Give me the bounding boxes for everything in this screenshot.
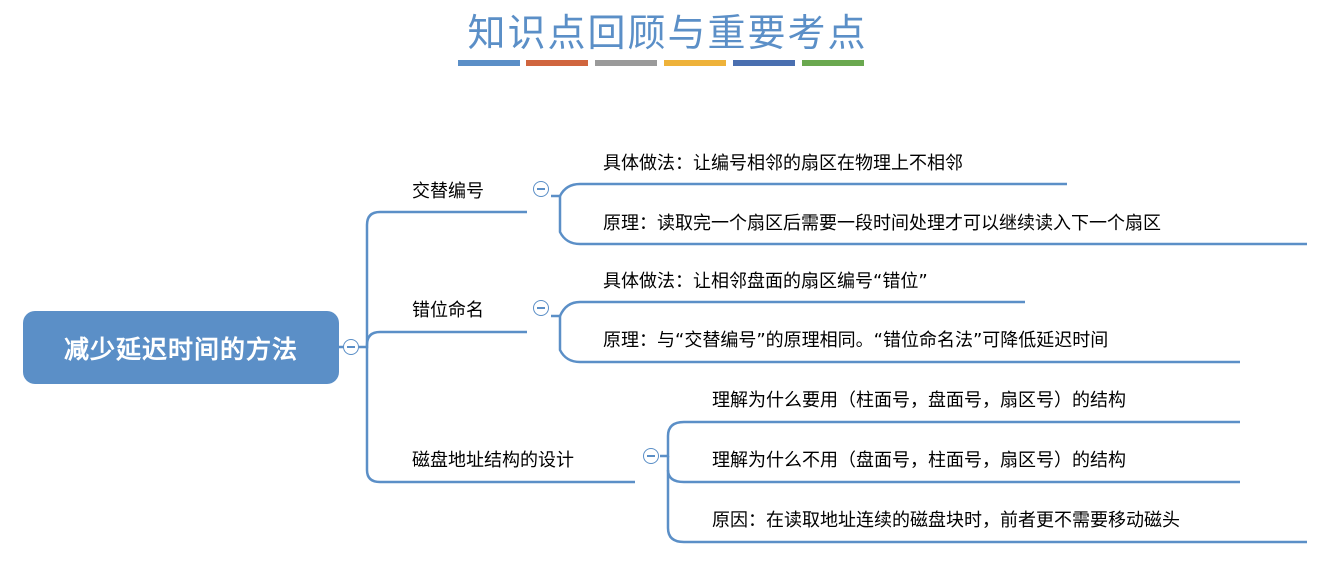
collapse-icon[interactable] [533,300,549,316]
branch-node-1[interactable]: 交替编号 [412,181,484,202]
branch-1-to-leaf-2 [558,196,1307,246]
leaf-node[interactable]: 具体做法：让编号相邻的扇区在物理上不相邻 [603,153,963,174]
collapse-icon[interactable] [643,448,659,464]
page-title: 知识点回顾与重要考点 [467,11,868,55]
branch-1-to-leaf-1 [551,182,1067,198]
root-to-branch-2 [365,330,387,347]
branch-node-3[interactable]: 磁盘地址结构的设计 [412,450,574,471]
root-node[interactable]: 减少延迟时间的方法 [23,311,339,384]
title-underline-bar-2 [526,60,588,66]
title-underline-bar-5 [733,60,795,66]
title-underline-bar-4 [664,60,726,66]
title-underline-bar-6 [802,60,864,66]
branch-2-to-leaf-1 [551,300,1025,318]
root-to-branch-1 [359,210,387,349]
leaf-node[interactable]: 原理：读取完一个扇区后需要一段时间处理才可以继续读入下一个扇区 [603,213,1161,234]
title-underline-bar-1 [458,60,520,66]
collapse-icon[interactable] [533,181,549,197]
branch-3-to-leaf-1 [660,420,1240,458]
leaf-node[interactable]: 理解为什么不用（盘面号，柱面号，扇区号）的结构 [712,450,1126,471]
collapse-icon[interactable] [343,339,359,355]
root-to-branch-3 [365,347,387,484]
leaf-node[interactable]: 原理：与“交替编号”的原理相同。“错位命名法”可降低延迟时间 [603,330,1109,351]
branch-2-to-leaf-2 [558,316,1240,364]
leaf-node[interactable]: 原因：在读取地址连续的磁盘块时，前者更不需要移动磁头 [712,510,1180,531]
branch-3-to-leaf-3 [666,470,1307,544]
title-underline-bar-3 [595,60,657,66]
leaf-node[interactable]: 理解为什么要用（柱面号，盘面号，扇区号）的结构 [712,390,1126,411]
leaf-node[interactable]: 具体做法：让相邻盘面的扇区编号“错位” [603,271,928,292]
branch-node-2[interactable]: 错位命名 [412,300,484,321]
